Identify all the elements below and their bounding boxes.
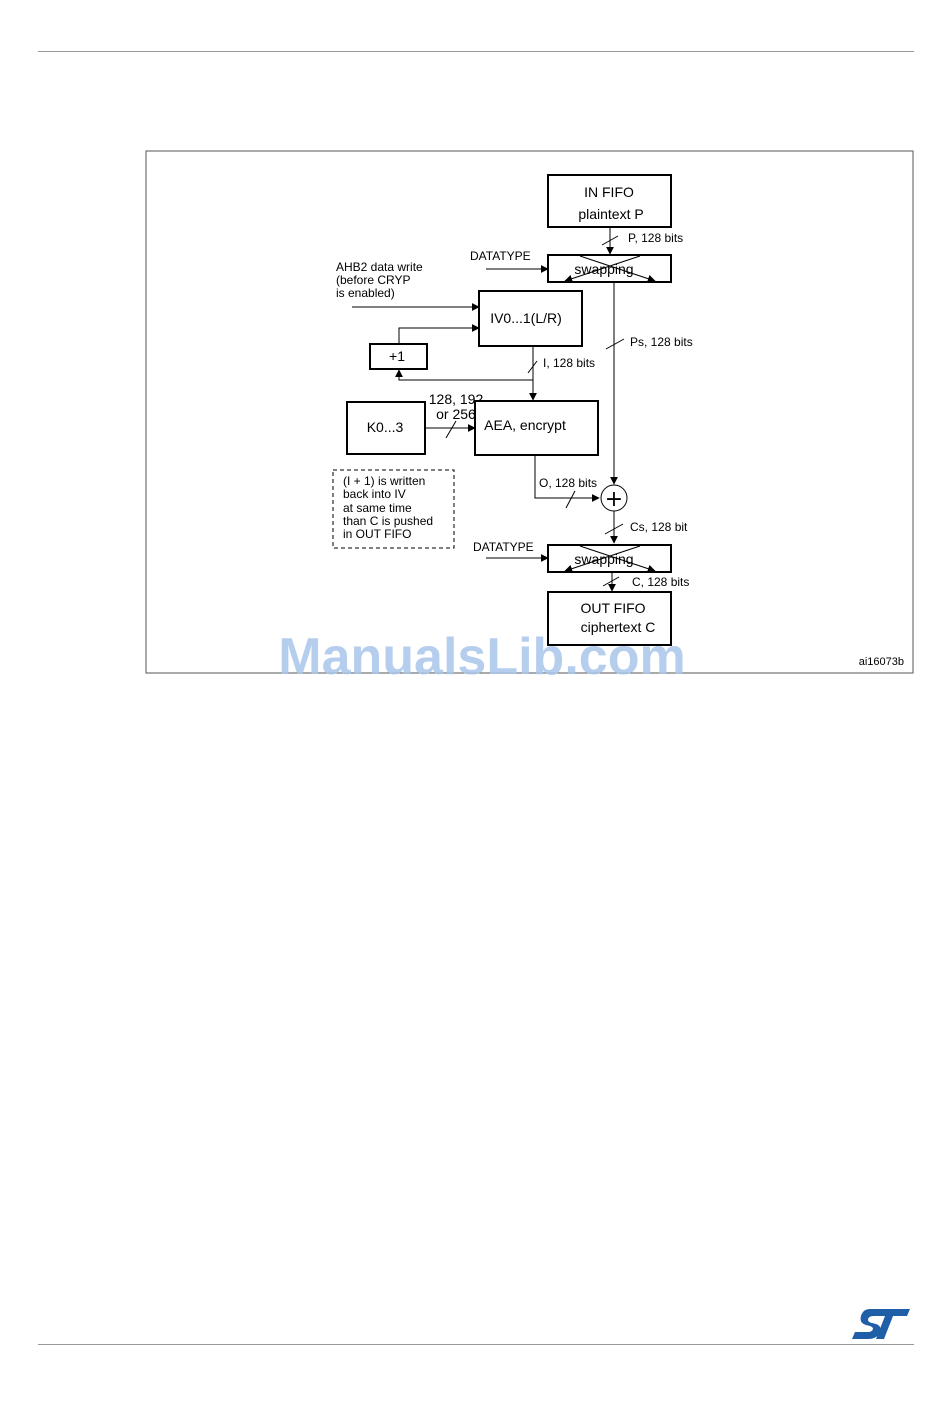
i-bits-label: I, 128 bits xyxy=(543,356,595,370)
swapping-top-block: swapping xyxy=(547,254,672,283)
note-line1: (I + 1) is written xyxy=(343,474,425,488)
in-fifo-line1: IN FIFO xyxy=(584,184,634,200)
note-line2: back into IV xyxy=(343,487,406,501)
note-box: (I + 1) is written back into IV at same … xyxy=(332,469,455,549)
note-line4: than C is pushed xyxy=(343,514,433,528)
increment-to-iv-arrow xyxy=(398,324,480,344)
c-bus-slash xyxy=(602,576,620,587)
p-bus-slash xyxy=(601,235,619,246)
increment-block: +1 xyxy=(369,343,428,370)
ahb2-line3: is enabled) xyxy=(336,286,395,300)
o-bits-label: O, 128 bits xyxy=(539,476,597,490)
key-size-line2: or 256 xyxy=(436,406,476,422)
figure-id: ai16073b xyxy=(859,656,904,668)
aea-encrypt-block: AEA, encrypt xyxy=(474,400,599,456)
i-to-increment-arrow xyxy=(395,369,533,381)
out-fifo-line2: ciphertext C xyxy=(581,619,656,635)
key-bus-slash xyxy=(445,420,457,439)
note-line5: in OUT FIFO xyxy=(343,527,411,541)
aea-label: AEA, encrypt xyxy=(484,417,566,433)
in-fifo-block: IN FIFO plaintext P xyxy=(547,174,672,228)
iv-block: IV0...1(L/R) xyxy=(478,290,583,347)
key-block: K0...3 xyxy=(346,401,426,455)
o-bus-slash xyxy=(565,490,576,509)
watermark: ManualsLib.com xyxy=(278,628,685,686)
p-bits-label: P, 128 bits xyxy=(628,231,683,245)
o-arrow xyxy=(534,455,600,502)
st-logo-icon xyxy=(852,1309,910,1339)
top-rule xyxy=(38,51,914,52)
increment-label: +1 xyxy=(389,348,405,364)
cs-bus-slash xyxy=(604,523,624,535)
ahb2-line1: AHB2 data write xyxy=(336,260,423,274)
in-fifo-line2: plaintext P xyxy=(578,206,643,222)
i-bus-slash xyxy=(527,360,538,374)
cs-bits-label: Cs, 128 bit xyxy=(630,520,688,534)
xor-label: + xyxy=(605,487,623,512)
swapping-top-label: swapping xyxy=(574,261,633,277)
swapping-bottom-label: swapping xyxy=(574,551,633,567)
out-fifo-block: OUT FIFO ciphertext C xyxy=(547,591,672,646)
c-bits-label: C, 128 bits xyxy=(632,575,689,589)
datatype-bottom-label: DATATYPE xyxy=(473,540,534,554)
xor-operator: + xyxy=(600,484,628,512)
iv-label: IV0...1(L/R) xyxy=(490,310,562,326)
datatype-top-label: DATATYPE xyxy=(470,249,531,263)
ahb2-line2: (before CRYP xyxy=(336,273,410,287)
ps-bus-slash xyxy=(605,338,625,350)
figure-frame xyxy=(145,150,914,674)
out-fifo-line1: OUT FIFO xyxy=(580,600,645,616)
swapping-bottom-block: swapping xyxy=(547,544,672,573)
note-line3: at same time xyxy=(343,501,412,515)
key-size-line1: 128, 192 xyxy=(429,391,484,407)
key-label: K0...3 xyxy=(367,419,404,435)
ps-bits-label: Ps, 128 bits xyxy=(630,335,693,349)
bottom-rule xyxy=(38,1344,914,1345)
